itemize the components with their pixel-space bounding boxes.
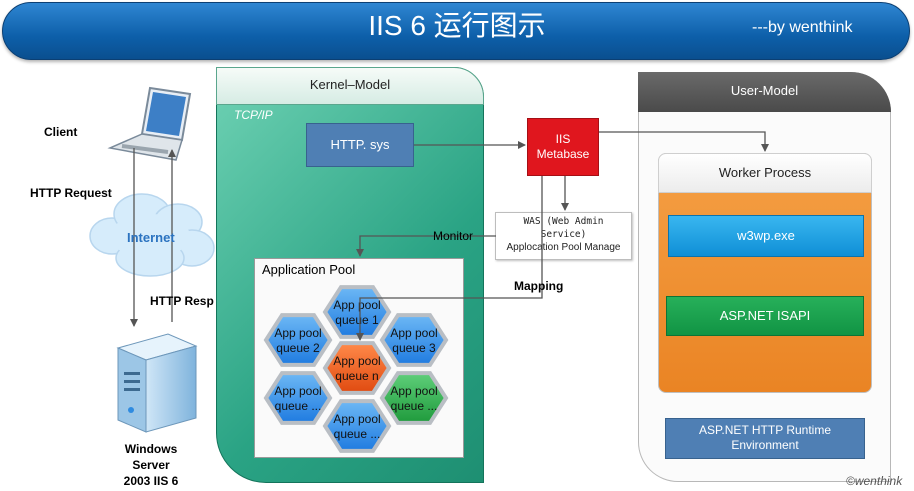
hex-shape xyxy=(263,313,333,367)
hex-label-line-2: queue n xyxy=(335,369,378,383)
server-line-3: 2003 IIS 6 xyxy=(123,474,179,488)
hex-shape xyxy=(322,285,392,339)
server-label: Windows Server 2003 IIS 6 xyxy=(112,441,190,489)
laptop-icon xyxy=(107,86,192,161)
hex-label-line-1: App pool xyxy=(333,412,380,426)
http-sys-box: HTTP. sys xyxy=(306,123,414,167)
aspnet-runtime-box: ASP.NET HTTP Runtime Environment xyxy=(665,418,865,459)
was-box: WAS (Web Admin Service) Applocation Pool… xyxy=(495,212,632,260)
client-label: Client xyxy=(44,125,78,139)
application-pool-title: Application Pool xyxy=(262,262,356,277)
server-line-1: Windows xyxy=(124,442,178,456)
user-model-title: User-Model xyxy=(730,83,799,98)
hex-shape xyxy=(322,399,392,453)
was-line-3: Applocation Pool Manage xyxy=(506,242,621,253)
server-line-2: Server xyxy=(132,458,170,472)
kernel-model-header xyxy=(216,67,484,105)
hex-label-line-1: App pool xyxy=(390,326,437,340)
metabase-line-1: IIS xyxy=(555,132,571,146)
hex-label-line-2: queue 2 xyxy=(276,341,320,355)
mapping-label: Mapping xyxy=(514,279,564,293)
flow-arrows xyxy=(356,131,769,341)
hex-shape xyxy=(379,313,449,367)
was-line-2: Service) xyxy=(540,229,587,240)
hex-shape xyxy=(263,371,333,425)
hex-shape xyxy=(322,341,392,395)
hex-label-line-2: queue ... xyxy=(275,399,322,413)
was-line-1: WAS (Web Admin xyxy=(523,216,604,227)
diagram-author: ---by wenthink xyxy=(752,19,853,36)
runtime-line-2: Environment xyxy=(731,438,799,452)
http-resp-label: HTTP Resp xyxy=(150,294,214,308)
hex-shape xyxy=(379,371,449,425)
internet-label: Internet xyxy=(127,230,175,245)
hex-app-pool-queue: App poolqueue ... xyxy=(263,371,333,425)
hex-label-line-1: App pool xyxy=(390,384,437,398)
hex-label-line-2: queue ... xyxy=(334,427,381,441)
hex-label-line-1: App pool xyxy=(274,326,321,340)
hex-app-pool-queue: App poolqueue ... xyxy=(379,371,449,425)
hex-label-line-1: App pool xyxy=(333,298,380,312)
monitor-label: Monitor xyxy=(433,229,474,243)
server-icon xyxy=(116,333,198,433)
hex-label-line-2: queue 3 xyxy=(392,341,436,355)
hex-label-line-1: App pool xyxy=(274,384,321,398)
metabase-line-2: Metabase xyxy=(536,147,590,161)
hex-app-pool-queue: App poolqueue ... xyxy=(322,399,392,453)
worker-process-box xyxy=(658,153,872,393)
aspnet-isapi-box: ASP.NET ISAPI xyxy=(666,296,864,336)
hex-label-line-2: queue ... xyxy=(391,399,438,413)
hex-label-line-2: queue 1 xyxy=(335,313,379,327)
client-server-arrows xyxy=(130,148,176,327)
worker-process-header xyxy=(658,153,872,193)
title-banner xyxy=(2,2,910,60)
w3wp-box: w3wp.exe xyxy=(668,215,864,257)
user-model-header xyxy=(638,72,891,112)
kernel-model-title: Kernel–Model xyxy=(309,77,391,92)
runtime-line-1: ASP.NET HTTP Runtime xyxy=(698,423,832,437)
diagram-title: IIS 6 运行图示 xyxy=(368,10,546,41)
iis-metabase-box: IIS Metabase xyxy=(527,118,599,176)
hex-label-line-1: App pool xyxy=(333,354,380,368)
worker-process-title: Worker Process xyxy=(718,165,812,180)
http-request-label: HTTP Request xyxy=(30,186,112,200)
internet-cloud-icon xyxy=(89,193,215,277)
watermark: ©wenthink xyxy=(846,474,903,488)
tcp-ip-label: TCP/IP xyxy=(234,108,273,122)
